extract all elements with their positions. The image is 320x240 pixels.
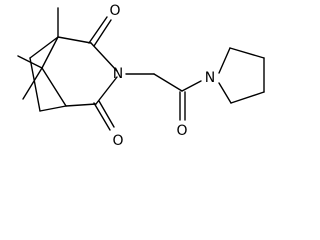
- bond-ch2-linker-to-amide-c: [153, 73, 183, 92]
- bond-cme2-to-methyl-b: [22, 67, 43, 100]
- atom-labels: O N O O N: [109, 3, 215, 149]
- bond-pyr-c2-to-c3: [229, 47, 265, 59]
- bond-n-to-carbonyl-bottom: [95, 76, 118, 105]
- atom-label-n-pyrrolidine: N: [205, 70, 215, 86]
- bond-bridgehead-bottom-to-ch2: [39, 105, 67, 112]
- bond-carbonyl-bottom-to-bridgehead-bottom: [65, 103, 97, 107]
- bond-pyr-c5-to-n: [218, 82, 232, 104]
- side-chain-bonds: [125, 73, 202, 121]
- atom-label-o-bottom: O: [112, 133, 123, 149]
- bond-ch2-to-ch2: [29, 57, 41, 112]
- bond-c-o-top-a: [88, 16, 108, 44]
- bond-c-o-bottom-b: [98, 100, 115, 128]
- pyrrolidine-ring-bonds: [218, 47, 265, 104]
- bond-pyr-n-to-c2: [218, 47, 231, 74]
- bond-amide-c-to-n: [181, 80, 202, 92]
- atom-label-o-top: O: [109, 3, 120, 19]
- bond-ch2-to-bridgehead-top: [29, 36, 59, 59]
- bond-pyr-c4-to-c5: [230, 91, 265, 104]
- atom-label-n-imide: N: [113, 66, 123, 82]
- bond-bridgehead-top-to-cme2: [41, 36, 59, 69]
- bicyclic-ring-bonds: [17, 7, 118, 112]
- atom-label-o-amide: O: [176, 123, 187, 139]
- bond-cme2-to-methyl-a: [17, 55, 43, 69]
- bond-cme2-to-bridgehead-bottom: [41, 67, 67, 107]
- bond-bridgehead-top-to-carbonyl-top: [57, 36, 92, 44]
- bond-carbonyl-top-to-n: [90, 42, 118, 72]
- bond-c-o-bottom-a: [93, 102, 111, 131]
- carbonyl-bonds: [88, 16, 115, 131]
- bond-c-o-top-b: [93, 19, 112, 47]
- chemical-structure: O N O O N: [17, 3, 265, 149]
